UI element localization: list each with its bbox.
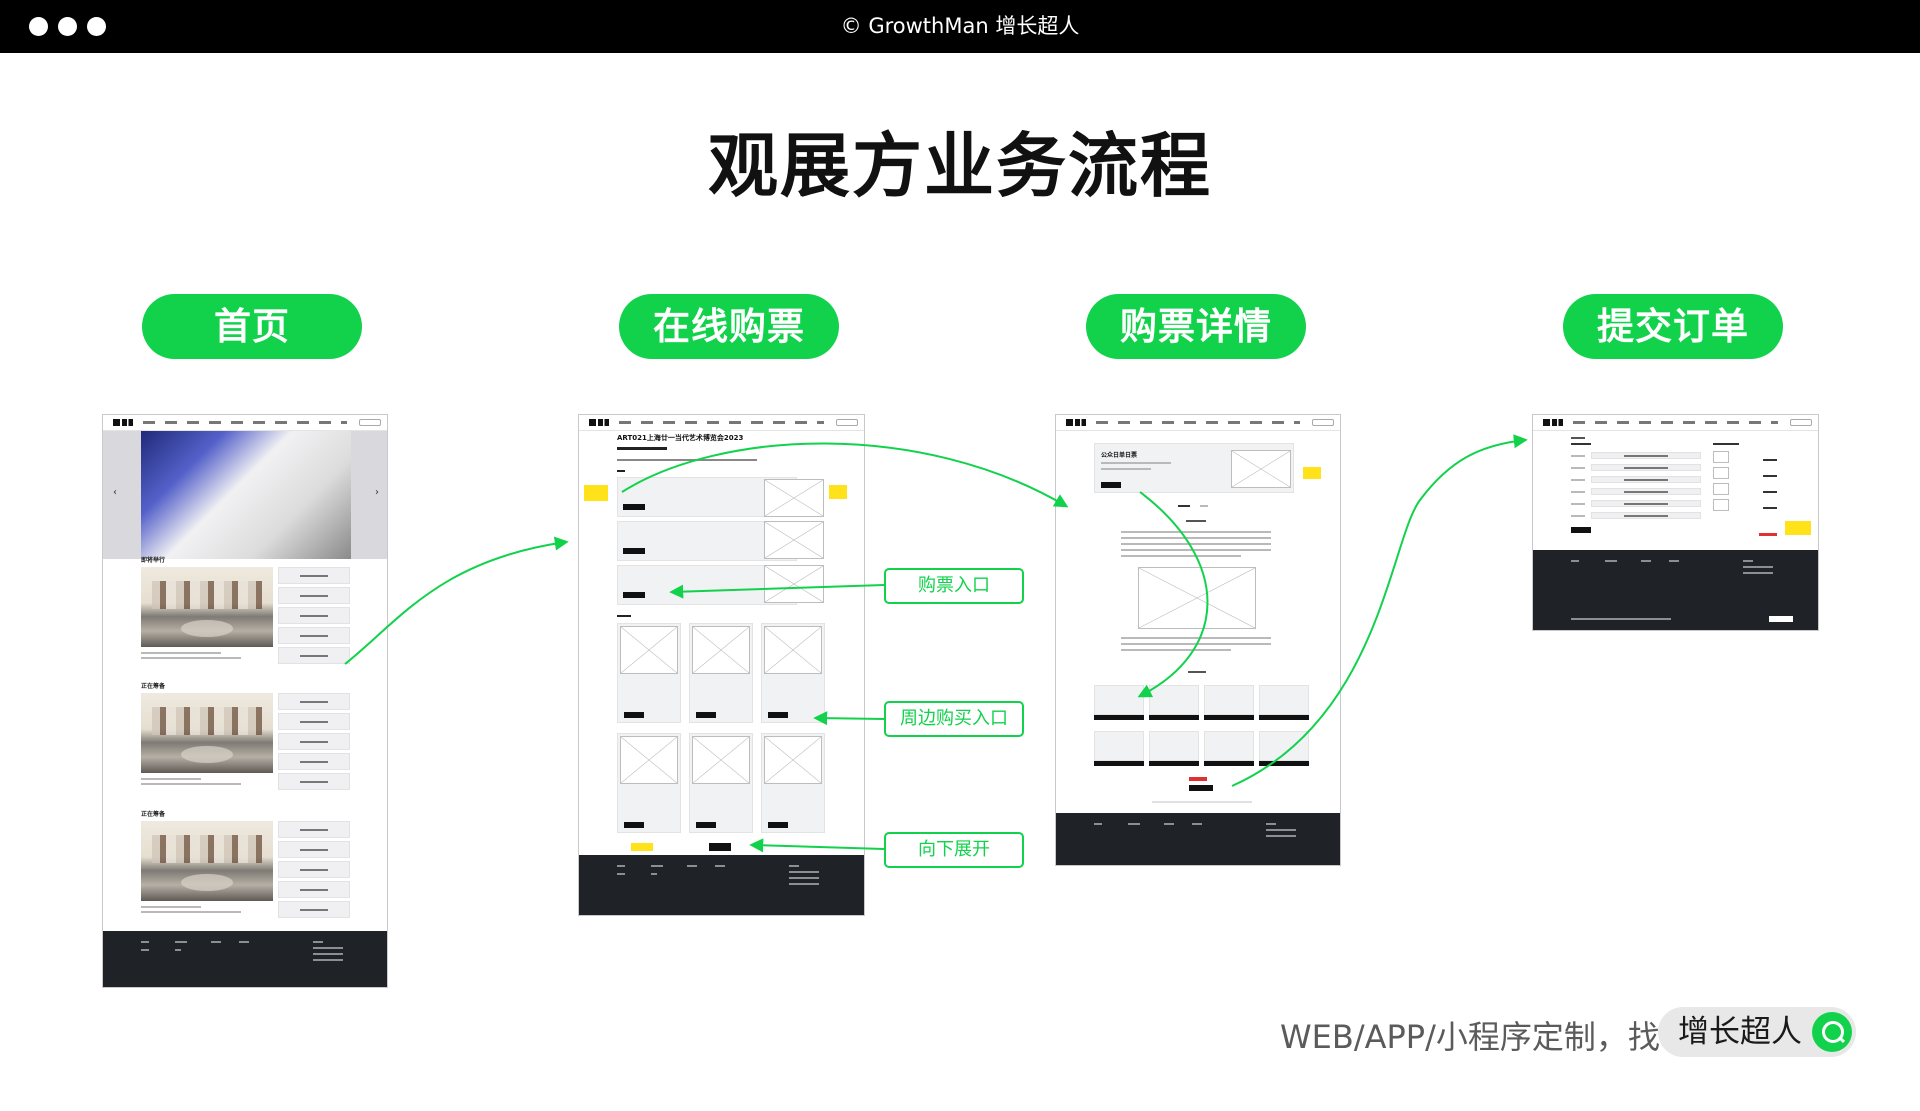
side-menu-item[interactable] xyxy=(278,861,350,878)
ticket-entry-callout: 购票入口 xyxy=(884,568,1024,604)
merch-card xyxy=(617,623,681,723)
side-menu-item[interactable] xyxy=(278,881,350,898)
top-bar: © GrowthMan 增长超人 xyxy=(0,0,1920,53)
section-heading: 即将举行 xyxy=(141,557,166,564)
ticket-summary-card: 公众日单日票 xyxy=(1094,443,1294,493)
home-screen-mockup: ‹ › 即将举行 正在筹备 正在筹备 xyxy=(102,414,388,988)
ticket-detail-screen-mockup: 公众日单日票 xyxy=(1055,414,1341,866)
window-dot-icon xyxy=(58,17,77,36)
image-placeholder xyxy=(1138,567,1256,629)
note-sticker xyxy=(829,485,847,499)
section-heading: 正在筹备 xyxy=(141,683,166,690)
logo-icon xyxy=(589,419,609,426)
search-box-icon xyxy=(836,419,858,426)
step-ticket-detail-pill: 购票详情 xyxy=(1086,294,1306,359)
merch-card xyxy=(761,733,825,833)
note-sticker xyxy=(1785,521,1811,535)
checkout-button[interactable] xyxy=(1189,785,1213,791)
mockup-nav xyxy=(103,415,387,431)
buy-merch-button[interactable] xyxy=(624,822,644,828)
ticket-title: 公众日单日票 xyxy=(1101,452,1138,459)
side-menu-item[interactable] xyxy=(278,773,350,790)
logo-icon xyxy=(113,419,133,426)
image-placeholder xyxy=(764,479,824,517)
step-submit-order-pill: 提交订单 xyxy=(1563,294,1783,359)
form-input[interactable] xyxy=(1591,464,1701,471)
merch-card xyxy=(689,623,753,723)
side-menu-item[interactable] xyxy=(278,627,350,644)
exhibition-photo xyxy=(141,693,273,773)
side-menu-item[interactable] xyxy=(278,821,350,838)
carousel-next-icon: › xyxy=(375,487,379,498)
buy-merch-button[interactable] xyxy=(696,712,716,718)
submit-order-screen-mockup xyxy=(1532,414,1819,631)
section-heading: 正在筹备 xyxy=(141,811,166,818)
header-title: © GrowthMan 增长超人 xyxy=(840,14,1080,38)
search-box-icon xyxy=(359,419,381,426)
form-input[interactable] xyxy=(1591,500,1701,507)
exhibition-photo xyxy=(141,821,273,901)
mockup-footer xyxy=(1533,550,1818,630)
online-ticket-screen-mockup: ART021上海廿一当代艺术博览会2023 xyxy=(578,414,865,916)
hero-image xyxy=(141,431,351,559)
mockup-nav xyxy=(1056,415,1340,431)
step-online-ticket-pill: 在线购票 xyxy=(619,294,839,359)
form-input[interactable] xyxy=(1591,512,1701,519)
merch-card xyxy=(617,733,681,833)
buy-merch-button[interactable] xyxy=(624,712,644,718)
buy-merch-button[interactable] xyxy=(768,712,788,718)
exhibition-photo xyxy=(141,567,273,647)
buy-ticket-button[interactable] xyxy=(623,548,645,554)
expand-more-button[interactable] xyxy=(709,843,731,851)
side-menu-item[interactable] xyxy=(278,567,350,584)
side-menu-item[interactable] xyxy=(278,901,350,918)
side-menu-item[interactable] xyxy=(278,733,350,750)
buy-ticket-button[interactable] xyxy=(1101,482,1121,488)
search-box-icon xyxy=(1790,419,1812,426)
buy-merch-button[interactable] xyxy=(696,822,716,828)
search-box-icon xyxy=(1312,419,1334,426)
window-dot-icon xyxy=(29,17,48,36)
mockup-footer xyxy=(579,855,864,915)
submit-order-button[interactable] xyxy=(1571,527,1591,533)
side-menu-item[interactable] xyxy=(278,647,350,664)
form-input[interactable] xyxy=(1591,452,1701,459)
window-dot-icon xyxy=(87,17,106,36)
page-title: 观展方业务流程 xyxy=(708,125,1212,207)
note-sticker xyxy=(631,843,653,851)
buy-ticket-button[interactable] xyxy=(623,592,645,598)
step-home-pill: 首页 xyxy=(142,294,362,359)
custom-dev-cta-text: WEB/APP/小程序定制，找 xyxy=(1280,1018,1660,1056)
side-menu-item[interactable] xyxy=(278,713,350,730)
brand-search-pill[interactable]: 增长超人 xyxy=(1658,1007,1856,1057)
side-menu-item[interactable] xyxy=(278,753,350,770)
form-input[interactable] xyxy=(1591,476,1701,483)
carousel-prev-icon: ‹ xyxy=(113,487,117,498)
search-icon[interactable] xyxy=(1812,1012,1852,1052)
mockup-nav xyxy=(579,415,864,431)
expand-down-callout: 向下展开 xyxy=(884,832,1024,868)
mockup-footer xyxy=(1056,813,1340,865)
logo-icon xyxy=(1066,419,1086,426)
exhibition-title: ART021上海廿一当代艺术博览会2023 xyxy=(617,434,744,442)
mockup-footer xyxy=(103,931,387,987)
image-placeholder xyxy=(764,565,824,603)
hero-carousel: ‹ › xyxy=(103,431,387,559)
buy-ticket-button[interactable] xyxy=(623,504,645,510)
image-placeholder xyxy=(764,521,824,559)
note-sticker xyxy=(584,485,608,501)
mockup-nav xyxy=(1533,415,1818,431)
merch-entry-callout: 周边购买入口 xyxy=(884,701,1024,737)
form-input[interactable] xyxy=(1591,488,1701,495)
note-sticker xyxy=(1303,467,1321,479)
brand-name: 增长超人 xyxy=(1678,1014,1802,1050)
side-menu-item[interactable] xyxy=(278,841,350,858)
side-menu-item[interactable] xyxy=(278,693,350,710)
merch-card xyxy=(689,733,753,833)
logo-icon xyxy=(1543,419,1563,426)
side-menu-item[interactable] xyxy=(278,607,350,624)
buy-merch-button[interactable] xyxy=(768,822,788,828)
side-menu-item[interactable] xyxy=(278,587,350,604)
merch-card xyxy=(761,623,825,723)
